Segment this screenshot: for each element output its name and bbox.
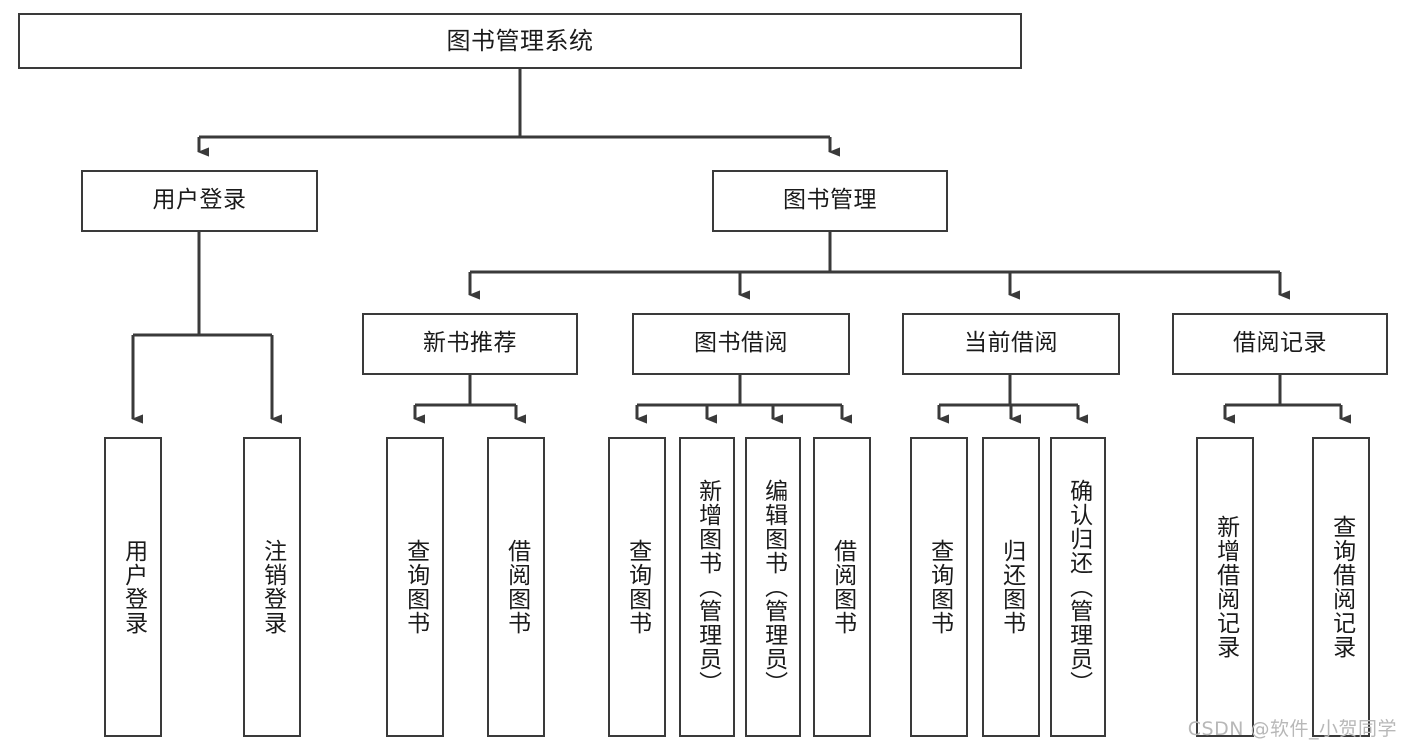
node-label: 借阅图书 [829, 539, 856, 635]
node-borrow-record[interactable]: 借阅记录 [1172, 313, 1388, 375]
node-label: 借阅记录 [1233, 330, 1327, 357]
node-book-manage[interactable]: 图书管理 [712, 170, 948, 232]
leaf-query-borrow-record[interactable]: 查询借阅记录 [1312, 437, 1370, 737]
leaf-user-login[interactable]: 用户登录 [104, 437, 162, 737]
node-label: 图书借阅 [694, 330, 788, 357]
leaf-query-book-current[interactable]: 查询图书 [910, 437, 968, 737]
node-user-login[interactable]: 用户登录 [81, 170, 318, 232]
leaf-user-logout[interactable]: 注销登录 [243, 437, 301, 737]
node-new-book-recommend[interactable]: 新书推荐 [362, 313, 578, 375]
node-label: 新增图书（管理员） [694, 479, 721, 695]
node-label: 注销登录 [259, 539, 286, 635]
leaf-confirm-return-admin[interactable]: 确认归还（管理员） [1050, 437, 1106, 737]
leaf-borrow-book-recommend[interactable]: 借阅图书 [487, 437, 545, 737]
csdn-watermark: CSDN @软件_小贺同学 [1187, 718, 1397, 740]
node-label: 当前借阅 [964, 330, 1058, 357]
node-label: 用户登录 [152, 187, 247, 214]
node-label: 归还图书 [998, 539, 1025, 635]
leaf-query-book-borrow[interactable]: 查询图书 [608, 437, 666, 737]
node-root-system[interactable]: 图书管理系统 [18, 13, 1022, 69]
node-label: 编辑图书（管理员） [760, 479, 787, 695]
node-label: 查询图书 [624, 539, 651, 635]
node-current-borrow[interactable]: 当前借阅 [902, 313, 1120, 375]
node-label: 查询图书 [926, 539, 953, 635]
node-label: 查询借阅记录 [1328, 515, 1355, 659]
leaf-query-book-recommend[interactable]: 查询图书 [386, 437, 444, 737]
node-label: 新书推荐 [423, 330, 517, 357]
node-label: 新增借阅记录 [1212, 515, 1239, 659]
node-label: 借阅图书 [503, 539, 530, 635]
leaf-return-book[interactable]: 归还图书 [982, 437, 1040, 737]
leaf-edit-book-admin[interactable]: 编辑图书（管理员） [745, 437, 801, 737]
node-label: 查询图书 [402, 539, 429, 635]
node-label: 图书管理系统 [446, 26, 594, 55]
node-label: 确认归还（管理员） [1065, 479, 1092, 695]
leaf-add-book-admin[interactable]: 新增图书（管理员） [679, 437, 735, 737]
node-label: 图书管理 [783, 187, 877, 214]
leaf-borrow-book[interactable]: 借阅图书 [813, 437, 871, 737]
node-book-borrow[interactable]: 图书借阅 [632, 313, 850, 375]
leaf-add-borrow-record[interactable]: 新增借阅记录 [1196, 437, 1254, 737]
node-label: 用户登录 [120, 539, 147, 635]
